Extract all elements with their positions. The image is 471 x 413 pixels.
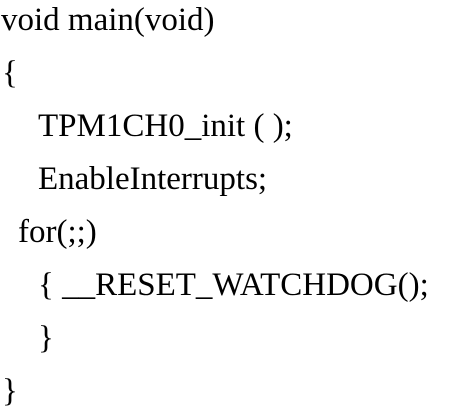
code-line-reset-watchdog: { __RESET_WATCHDOG(); bbox=[38, 267, 429, 303]
code-line-loop-close-brace: } bbox=[38, 320, 54, 356]
code-line-enable-interrupts: EnableInterrupts; bbox=[38, 161, 268, 197]
code-line-open-brace: { bbox=[2, 55, 18, 91]
code-line-main-signature: void main(void) bbox=[1, 2, 215, 38]
code-line-close-brace: } bbox=[2, 373, 18, 409]
code-line-tpm-init-call: TPM1CH0_init ( ); bbox=[38, 108, 293, 144]
code-line-for-loop: for(;;) bbox=[18, 214, 97, 250]
